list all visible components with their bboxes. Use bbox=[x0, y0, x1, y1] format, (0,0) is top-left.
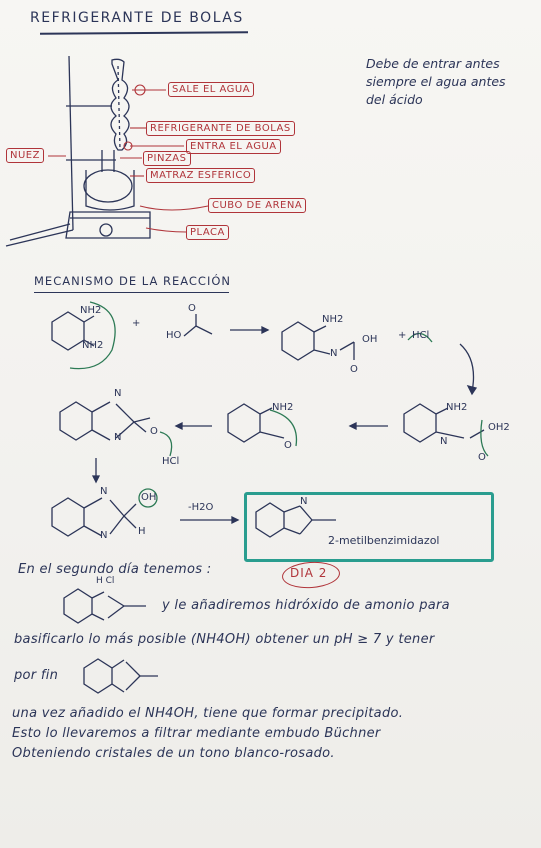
nh2-bottom: NH2 bbox=[82, 340, 104, 351]
note-line-3: del ácido bbox=[366, 92, 423, 107]
o-l2: O bbox=[150, 426, 158, 437]
benzene-ring bbox=[51, 311, 85, 351]
hcl-2: HCl bbox=[162, 456, 180, 467]
n-r3-bot: N bbox=[100, 530, 108, 541]
nh2-m2: NH2 bbox=[272, 402, 294, 413]
h-r3: H bbox=[138, 526, 146, 537]
hcl-1: HCl bbox=[412, 330, 430, 341]
minus-h2o: -H2O bbox=[188, 502, 214, 513]
n-r2: N bbox=[440, 436, 448, 447]
n-l2-top: N bbox=[114, 388, 122, 399]
o-int: O bbox=[350, 364, 358, 375]
benzene-ring bbox=[51, 497, 85, 537]
hot-plate bbox=[65, 211, 151, 239]
benzene-ring bbox=[63, 588, 93, 624]
day2-line1: y le añadiremos hidróxido de amonio para bbox=[162, 598, 450, 613]
nh2-top: NH2 bbox=[80, 305, 102, 316]
n-int: N bbox=[330, 348, 338, 359]
note-line-1: Debe de entrar antes bbox=[366, 56, 500, 71]
n-r3-top: N bbox=[100, 486, 108, 497]
mechanism-heading: MECANISMO DE LA REACCIÓN bbox=[34, 274, 232, 288]
label-sale-agua: SALE EL AGUA bbox=[168, 82, 255, 97]
final-line-2: Esto lo llevaremos a filtrar mediante em… bbox=[12, 726, 381, 741]
label-entra-agua: ENTRA EL AGUA bbox=[186, 139, 281, 154]
day2-line3: por fin bbox=[14, 668, 59, 683]
label-nuez: NUEZ bbox=[6, 148, 44, 163]
product-box bbox=[244, 492, 494, 562]
label-matraz: MATRAZ ESFERICO bbox=[146, 168, 256, 183]
day2-hcl: H Cl bbox=[96, 576, 115, 586]
page-title: REFRIGERANTE DE BOLAS bbox=[30, 10, 244, 26]
plus-2: + bbox=[398, 330, 407, 341]
oh2-r2: OH2 bbox=[488, 422, 510, 433]
final-line-1: una vez añadido el NH4OH, tiene que form… bbox=[12, 706, 404, 721]
o-r2: O bbox=[478, 452, 486, 463]
label-refrigerante: REFRIGERANTE DE BOLAS bbox=[146, 121, 295, 136]
sand-bath bbox=[85, 170, 135, 211]
nh2-r2: NH2 bbox=[446, 402, 468, 413]
benzene-ring bbox=[83, 658, 113, 694]
product-name: 2-metilbenzimidazol bbox=[328, 534, 440, 547]
round-flask bbox=[83, 169, 133, 203]
n-prod-top: N bbox=[300, 496, 308, 507]
nh2-int: NH2 bbox=[322, 314, 344, 325]
benzene-ring bbox=[281, 321, 315, 361]
day2-intro: En el segundo día tenemos : bbox=[18, 562, 212, 577]
stand-rod bbox=[68, 55, 74, 231]
condenser-outline bbox=[110, 58, 130, 151]
ho-label: HO bbox=[166, 330, 182, 341]
dia-2-label: DIA 2 bbox=[290, 566, 328, 580]
o-m2: O bbox=[284, 440, 292, 451]
benzene-ring bbox=[59, 401, 93, 441]
benzene-ring bbox=[227, 403, 261, 443]
label-placa: PLACA bbox=[186, 225, 229, 240]
oh-r3: OH bbox=[141, 492, 157, 503]
n-l2-bot: N bbox=[114, 432, 122, 443]
oh-int: OH bbox=[362, 334, 378, 345]
benzene-ring bbox=[403, 403, 437, 443]
final-line-3: Obteniendo cristales de un tono blanco-r… bbox=[12, 746, 335, 761]
plus-1: + bbox=[132, 318, 141, 329]
o-top: O bbox=[188, 303, 196, 314]
label-pinzas: PINZAS bbox=[143, 151, 191, 166]
label-cubo-arena: CUBO DE ARENA bbox=[208, 198, 307, 213]
day2-line2: basificarlo lo más posible (NH4OH) obten… bbox=[14, 632, 435, 647]
note-line-2: siempre el agua antes bbox=[366, 74, 506, 89]
mechanism-underline bbox=[34, 292, 229, 294]
